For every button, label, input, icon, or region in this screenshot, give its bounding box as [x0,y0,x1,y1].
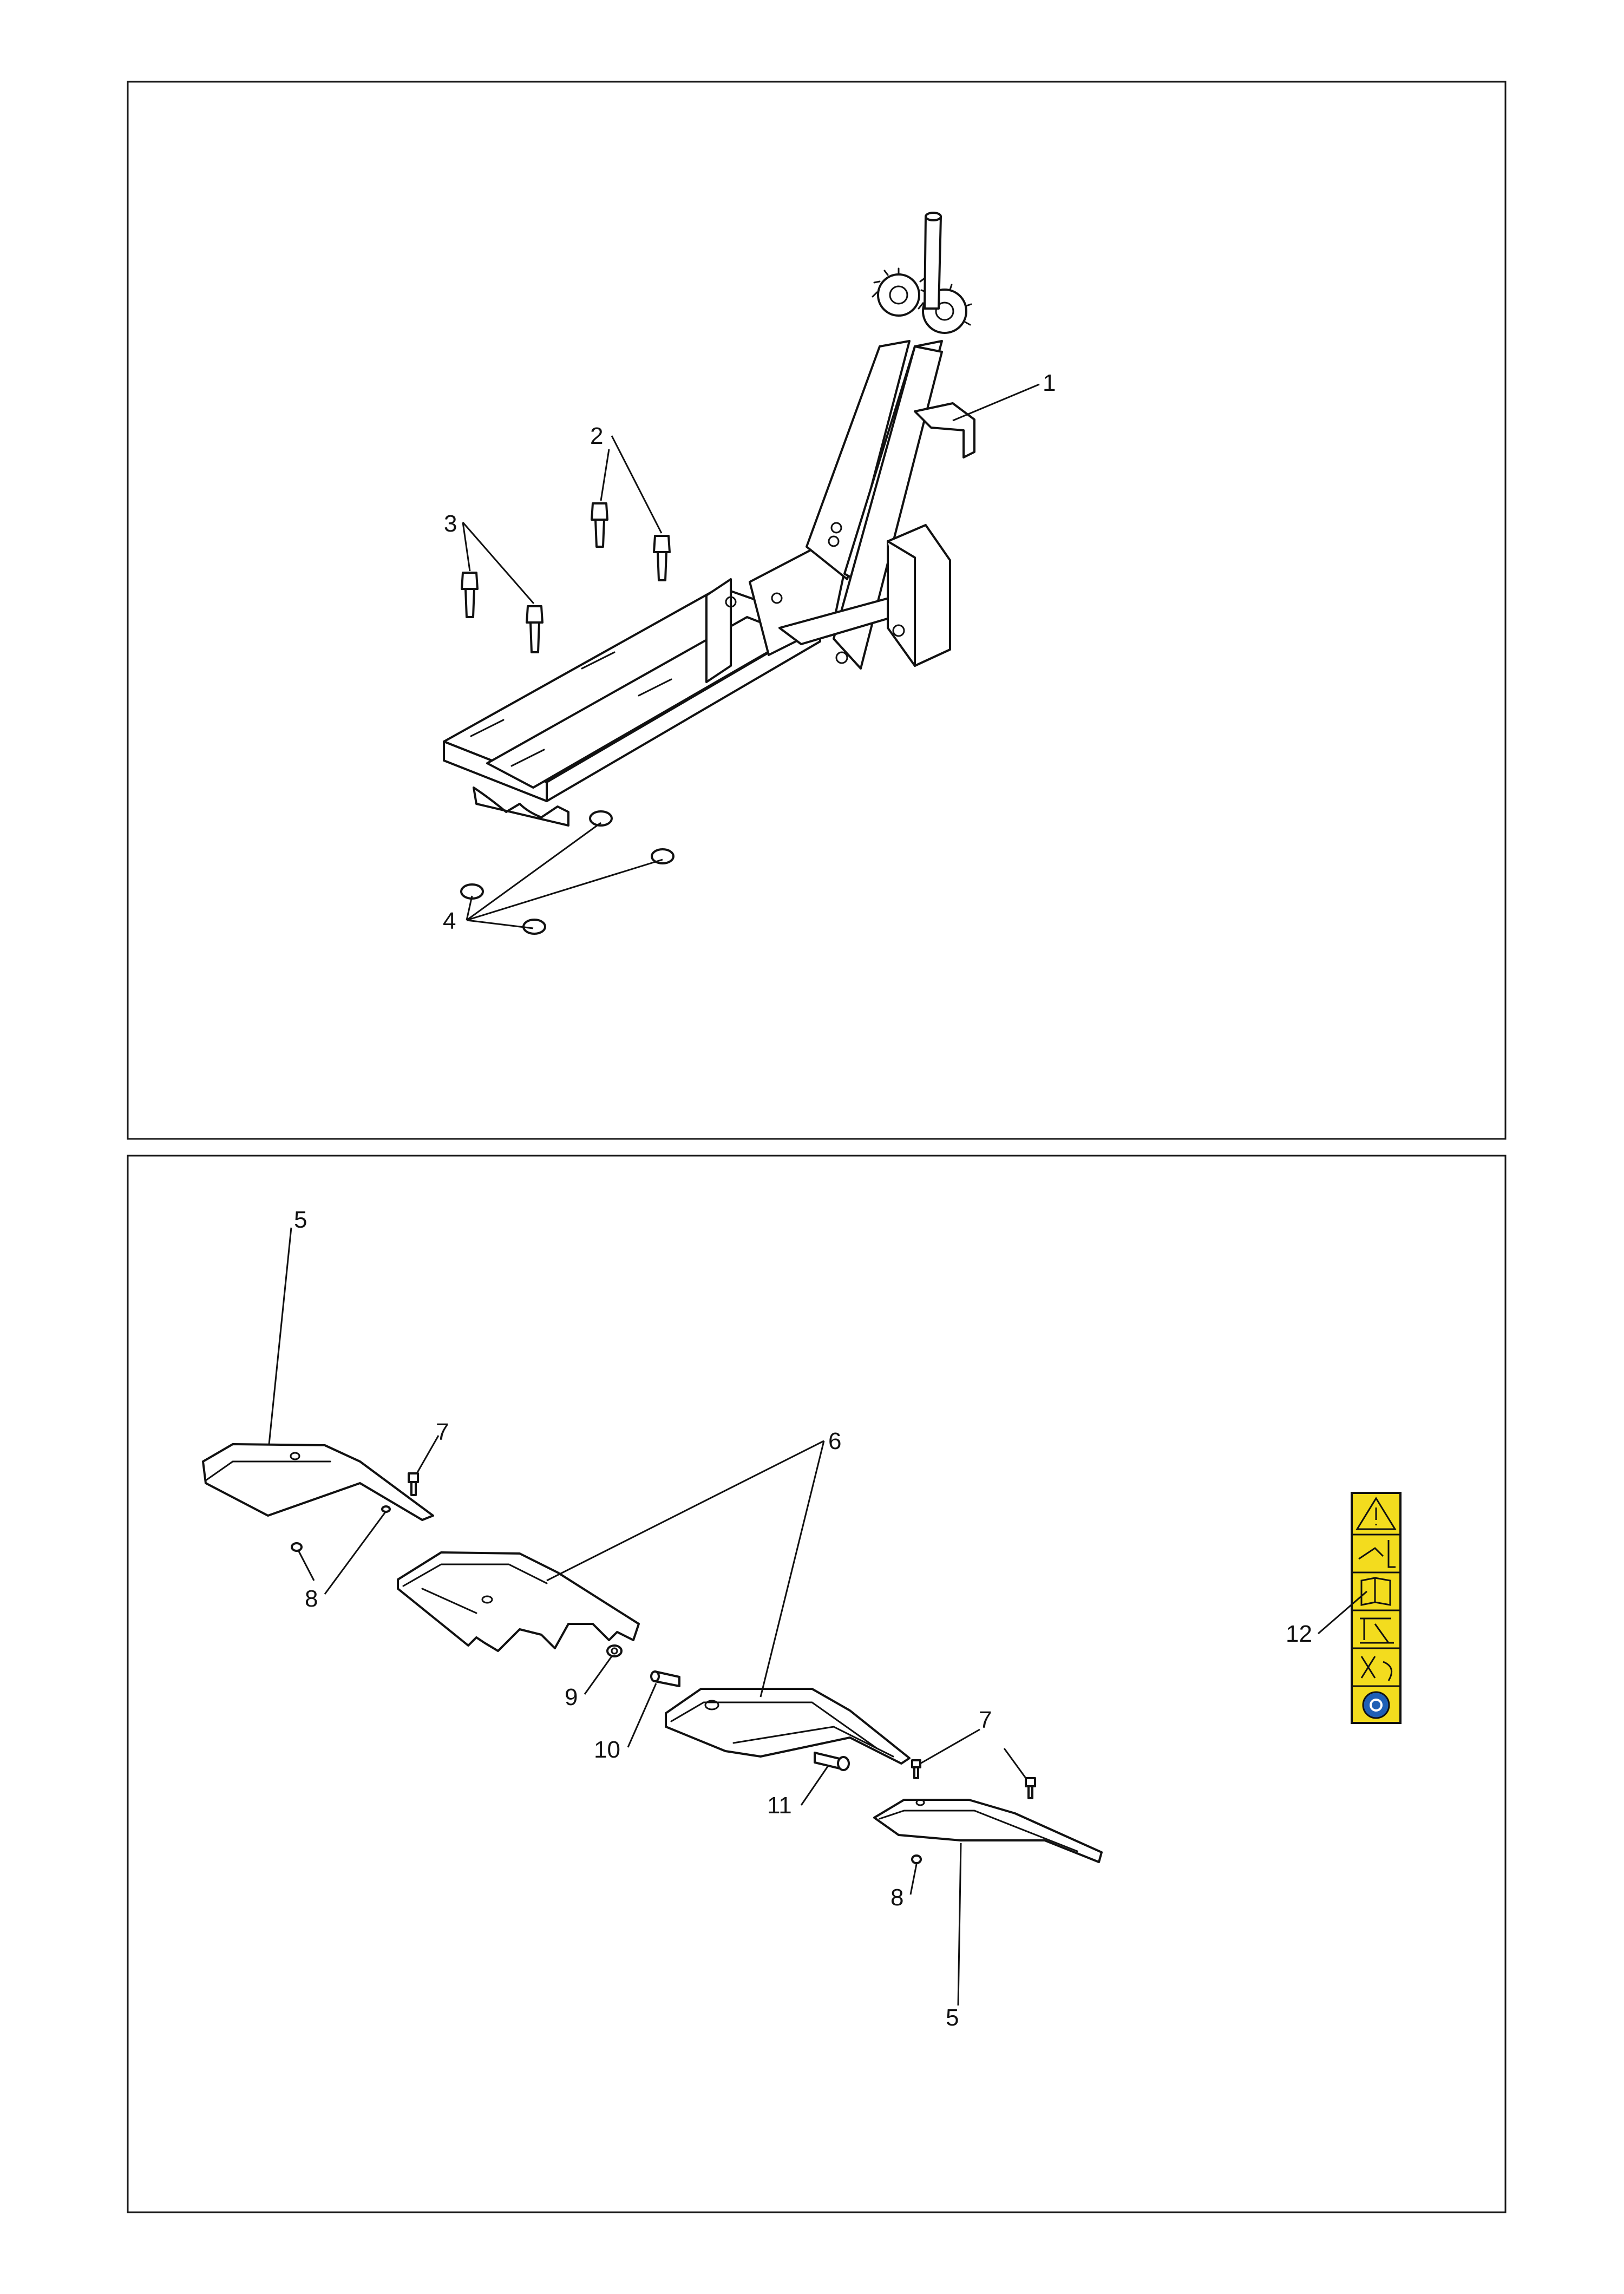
leader-6 [546,1440,825,1697]
leader-9 [584,1656,613,1695]
callout-12: 12 [1286,1621,1312,1647]
cover-6-middle [397,1551,640,1652]
leader-3 [462,522,535,604]
frame-assembly [443,212,975,827]
callout-1: 1 [1043,370,1056,396]
callout-10: 10 [594,1736,620,1763]
leader-1 [952,383,1040,422]
no-entry-icon [1360,1656,1393,1681]
callout-5-left: 5 [294,1207,307,1233]
safety-decal [1351,1492,1402,1724]
top-panel-frame [127,81,1507,1140]
callout-6: 6 [828,1428,841,1454]
leader-5b [957,1843,962,2006]
nut-group-4 [460,810,675,935]
leader-12 [1318,1590,1367,1635]
callout-4: 4 [443,908,456,934]
bottom-panel-frame [127,1155,1507,2213]
leader-7a [416,1435,440,1474]
bolt-group-3 [461,572,543,653]
leader-5a [268,1227,292,1445]
leader-11 [800,1765,829,1806]
mandatory-action-icon [1362,1691,1390,1719]
callout-9: 9 [565,1684,578,1710]
cover-5-right [873,1799,1103,1863]
leader-7b [920,1728,1027,1779]
callout-11: 11 [767,1792,792,1819]
hand-crush-icon [1358,1540,1396,1568]
leader-4 [466,822,663,929]
leader-8b [909,1864,918,1895]
machine-hazard-icon [1360,1617,1394,1644]
callout-7-left: 7 [436,1419,449,1445]
callout-2: 2 [590,423,603,449]
leader-8a [298,1511,387,1595]
callout-3: 3 [444,510,457,537]
callout-5-right: 5 [946,2004,959,2031]
cover-6-right [665,1688,911,1765]
bottom-panel: 5 7 6 8 9 10 7 11 8 5 12 [127,1155,1507,2213]
cover-5-left [202,1443,434,1521]
callout-7-right: 7 [979,1707,992,1733]
warning-triangle-icon [1355,1497,1397,1530]
fasteners-bottom [291,1472,1036,1864]
callout-8-left: 8 [305,1585,318,1612]
top-panel: 1 2 3 4 [127,81,1507,1140]
callout-8-right: 8 [890,1884,903,1911]
leader-2 [600,435,663,534]
bolt-group-2 [591,502,671,581]
leader-10 [627,1683,657,1748]
